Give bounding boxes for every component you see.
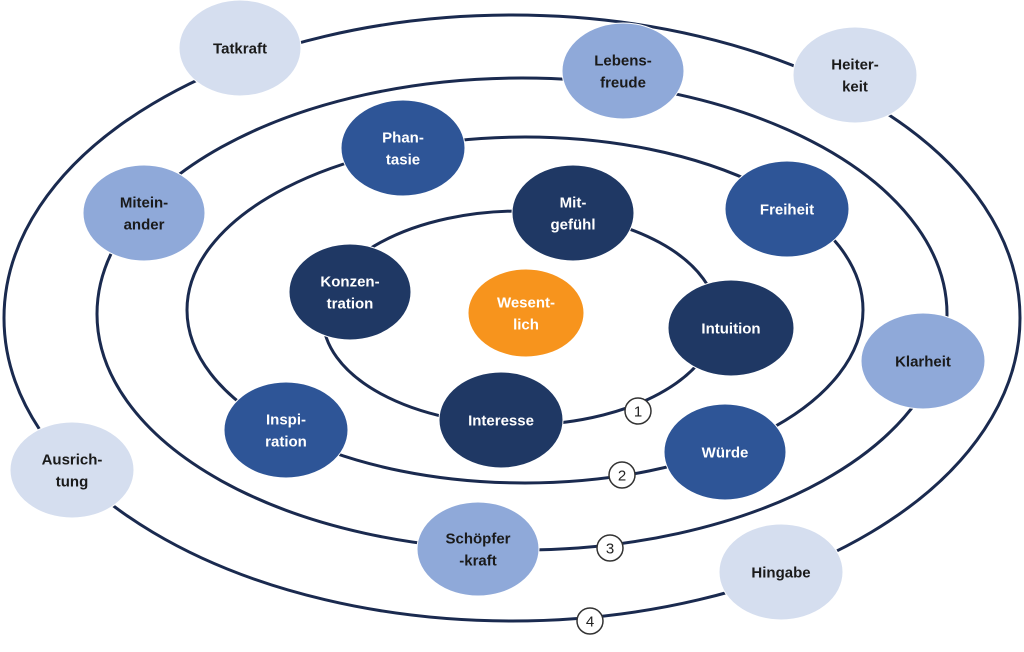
node-inspiration-shape xyxy=(223,381,349,479)
node-freiheit-shape xyxy=(724,160,850,258)
node-mitgefuehl-shape xyxy=(511,164,635,262)
node-schoepferkraft-shape xyxy=(416,501,540,597)
node-schoepferkraft-label: Schöpfer xyxy=(445,531,510,548)
node-miteinander-shape xyxy=(82,164,206,262)
node-inspiration-label: ration xyxy=(265,434,307,451)
node-mitgefuehl-label: gefühl xyxy=(551,217,596,234)
node-interesse-label: Interesse xyxy=(468,413,534,430)
ring-number-label: 4 xyxy=(586,614,594,631)
node-hingabe-label: Hingabe xyxy=(751,565,810,582)
node-lebensfreude-label: freude xyxy=(600,75,646,92)
node-hingabe-shape xyxy=(718,523,844,621)
ring-number-circle xyxy=(576,607,604,635)
node-schoepferkraft-label: -kraft xyxy=(459,553,497,570)
node-ausrichtung: Ausrich-tung xyxy=(9,421,135,519)
node-wesentlich: Wesent-lich xyxy=(467,268,585,358)
node-tatkraft-label: Tatkraft xyxy=(213,41,267,58)
ring-2 xyxy=(185,135,865,485)
node-heiterkeit-shape xyxy=(792,26,918,124)
node-konzentration-label: Konzen- xyxy=(320,274,379,291)
node-mitgefuehl-label: Mit- xyxy=(560,195,587,212)
node-phantasie: Phan-tasie xyxy=(340,99,466,197)
node-intuition-shape xyxy=(667,279,795,377)
node-wesentlich-label: Wesent- xyxy=(497,295,555,312)
node-tatkraft: Tatkraft xyxy=(178,0,302,97)
node-heiterkeit-label: keit xyxy=(842,79,868,96)
node-lebensfreude-label: Lebens- xyxy=(594,53,652,70)
node-konzentration-shape xyxy=(288,243,412,341)
node-wuerde-label: Würde xyxy=(702,445,749,462)
node-mitgefuehl: Mit-gefühl xyxy=(511,164,635,262)
node-phantasie-shape xyxy=(340,99,466,197)
node-intuition: Intuition xyxy=(667,279,795,377)
ring-number-circle xyxy=(624,397,652,425)
node-klarheit: Klarheit xyxy=(860,312,986,410)
ring-4 xyxy=(2,13,1022,623)
node-intuition-label: Intuition xyxy=(701,321,760,338)
ring-number-badge-1: 1 xyxy=(624,397,652,425)
node-interesse: Interesse xyxy=(438,371,564,469)
node-interesse-shape xyxy=(438,371,564,469)
node-heiterkeit: Heiter-keit xyxy=(792,26,918,124)
ring-number-label: 3 xyxy=(606,541,614,558)
node-klarheit-label: Klarheit xyxy=(895,354,951,371)
node-ausrichtung-shape xyxy=(9,421,135,519)
node-tatkraft-shape xyxy=(178,0,302,97)
node-konzentration-label: tration xyxy=(327,296,374,313)
node-lebensfreude: Lebens-freude xyxy=(561,22,685,120)
node-ausrichtung-label: tung xyxy=(56,474,88,491)
ring-number-badge-2: 2 xyxy=(608,461,636,489)
ring-number-label: 2 xyxy=(618,468,626,485)
ring-number-circle xyxy=(596,534,624,562)
node-phantasie-label: Phan- xyxy=(382,130,424,147)
node-wuerde: Würde xyxy=(663,403,787,501)
node-hingabe: Hingabe xyxy=(718,523,844,621)
ring-number-label: 1 xyxy=(634,404,642,421)
node-klarheit-shape xyxy=(860,312,986,410)
ring-number-badge-3: 3 xyxy=(596,534,624,562)
node-schoepferkraft: Schöpfer -kraft xyxy=(416,501,540,597)
node-wesentlich-label: lich xyxy=(513,317,539,334)
ring-number-badge-4: 4 xyxy=(576,607,604,635)
node-heiterkeit-label: Heiter- xyxy=(831,57,879,74)
node-miteinander-label: ander xyxy=(124,217,165,234)
node-lebensfreude-shape xyxy=(561,22,685,120)
node-miteinander-label: Mitein- xyxy=(120,195,168,212)
node-freiheit: Freiheit xyxy=(724,160,850,258)
node-wuerde-shape xyxy=(663,403,787,501)
node-wesentlich-shape xyxy=(467,268,585,358)
node-phantasie-label: tasie xyxy=(386,152,420,169)
node-ausrichtung-label: Ausrich- xyxy=(42,452,103,469)
node-miteinander: Mitein-ander xyxy=(82,164,206,262)
node-inspiration: Inspi-ration xyxy=(223,381,349,479)
node-freiheit-label: Freiheit xyxy=(760,202,814,219)
node-konzentration: Konzen-tration xyxy=(288,243,412,341)
node-inspiration-label: Inspi- xyxy=(266,412,306,429)
ring-number-circle xyxy=(608,461,636,489)
